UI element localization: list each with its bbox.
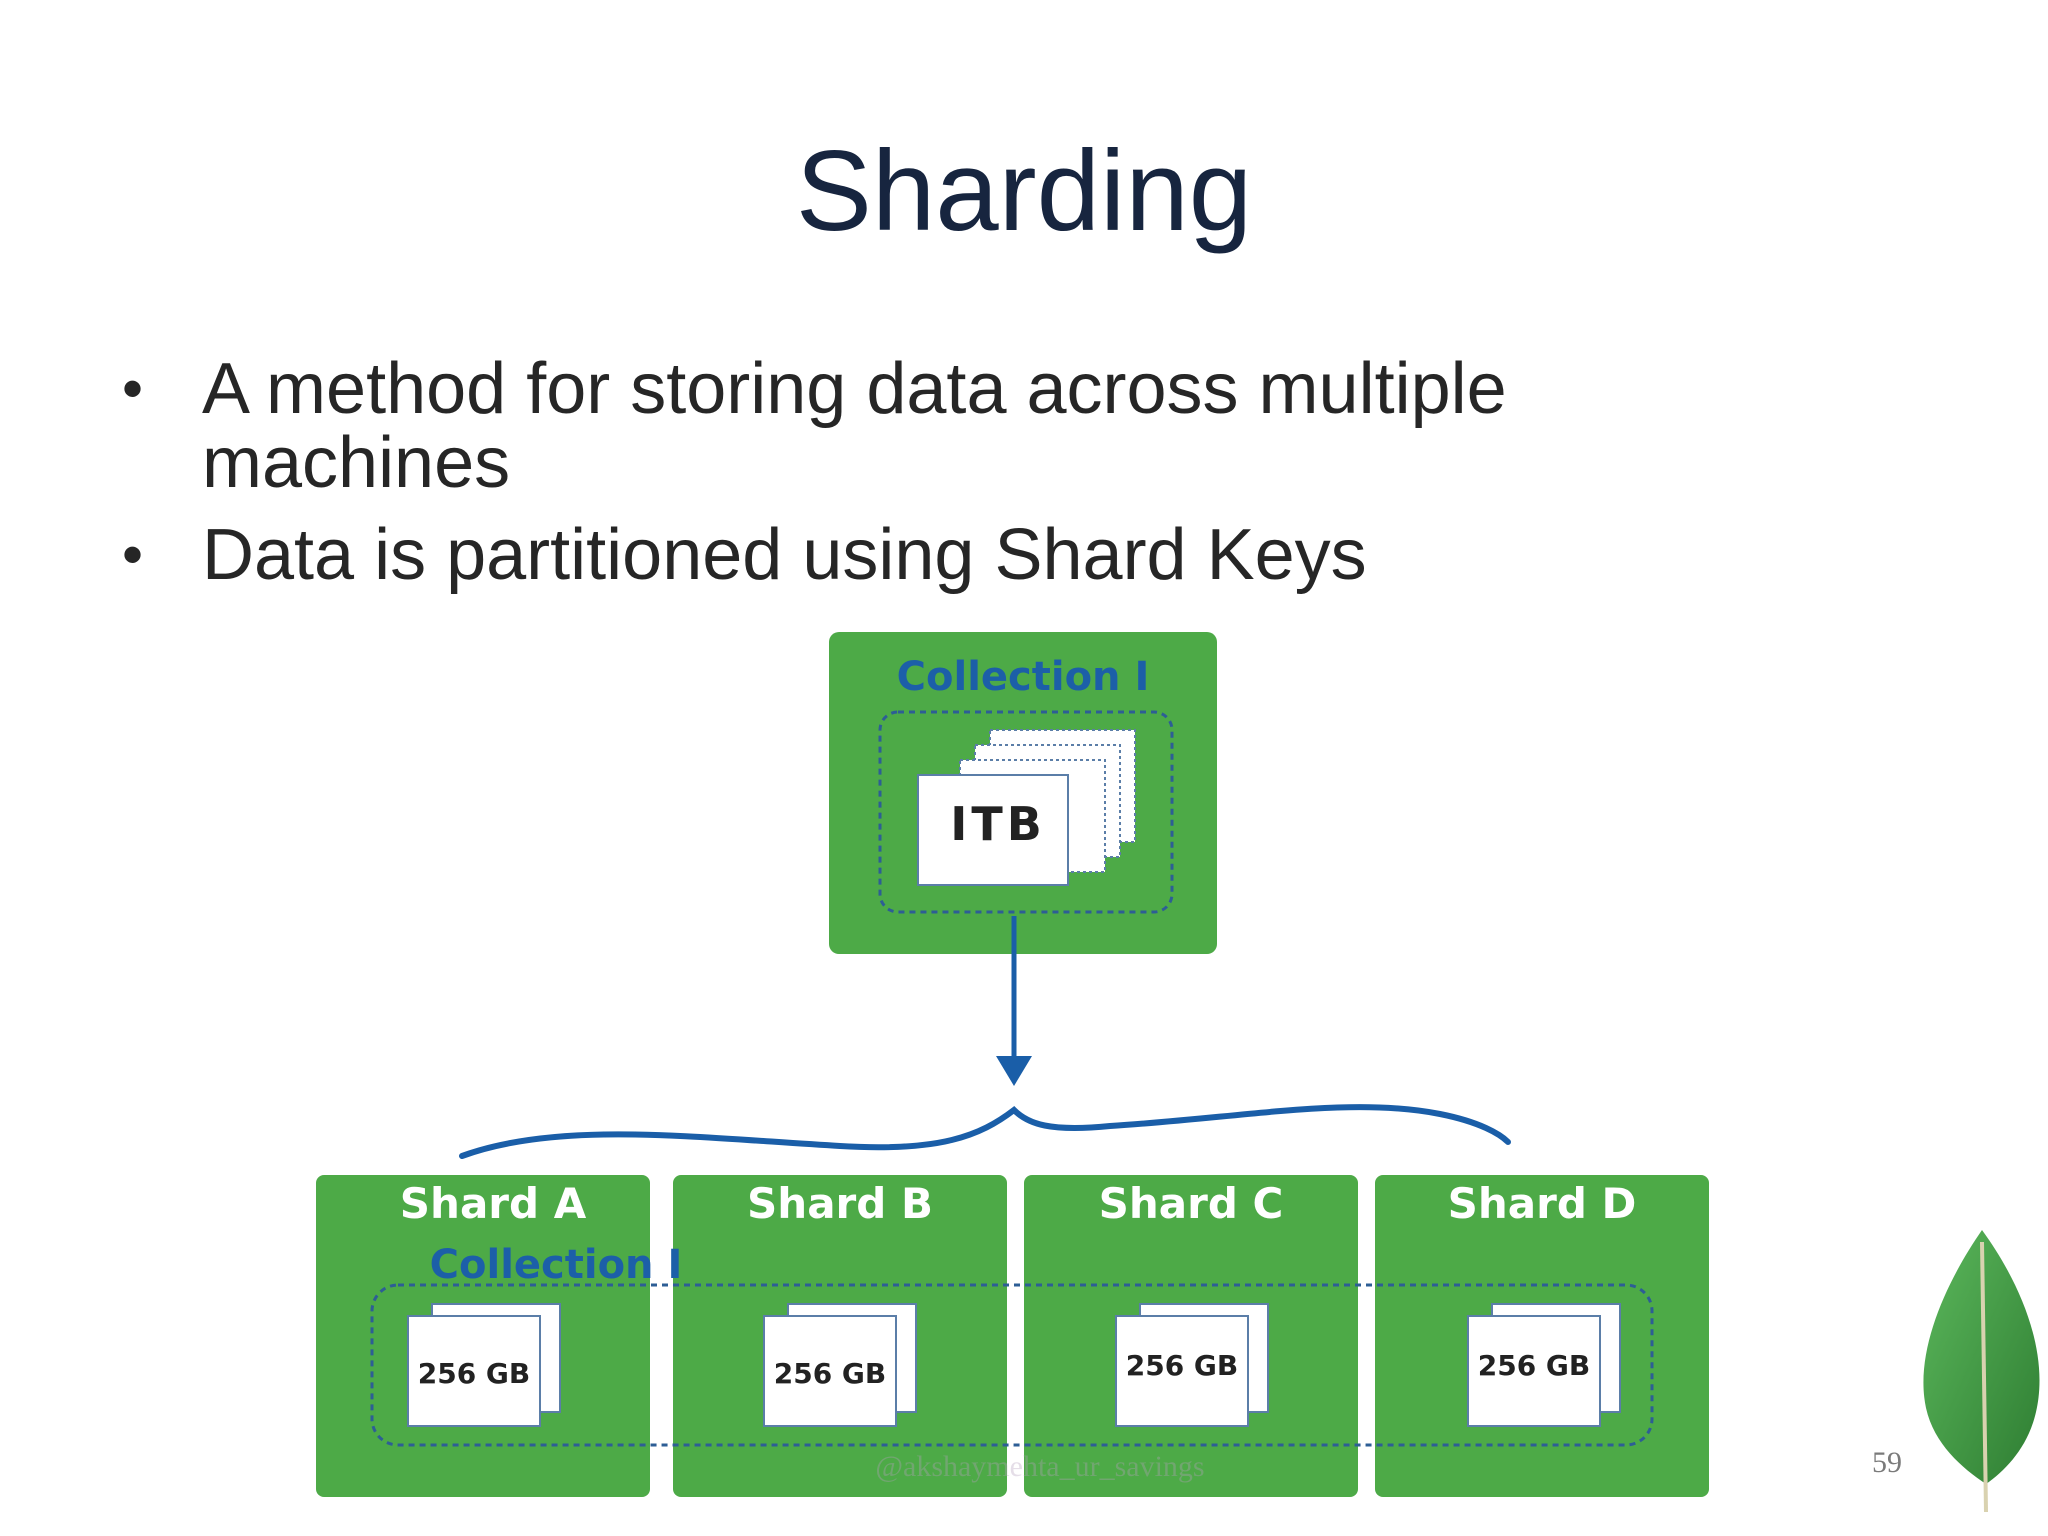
shard-collection-dashed-border (370, 1283, 1654, 1447)
down-arrow-icon (996, 916, 1032, 1086)
leaf-logo-icon (1923, 1230, 2040, 1513)
shard-name: Shard D (1448, 1179, 1637, 1228)
shard-name: Shard B (747, 1179, 933, 1228)
bullet-item: • Data is partitioned using Shard Keys (122, 518, 1722, 592)
shard-name: Shard C (1099, 1179, 1284, 1228)
shard-document-icon (407, 1303, 561, 1427)
shard-document-label: 256 GB (1478, 1349, 1591, 1382)
slide-title: Sharding (795, 128, 1253, 255)
shard-document-icon (1115, 1303, 1269, 1427)
collection-dashed-border (878, 710, 1174, 914)
curly-brace (459, 1104, 1511, 1159)
shard-document-label: 256 GB (418, 1357, 531, 1390)
bullet-text: Data is partitioned using Shard Keys (202, 515, 1367, 595)
collection-box-label: Collection I (897, 654, 1150, 700)
watermark: @akshaymehta_ur_savings (875, 1450, 1205, 1483)
bullet-text: A method for storing data across multipl… (202, 349, 1507, 503)
bullet-dot: • (122, 521, 144, 588)
shard-name: Shard A (400, 1179, 587, 1228)
shard-document-icon (763, 1303, 917, 1427)
document-size-label: ITB (950, 797, 1046, 851)
shard-document-icon (1467, 1303, 1621, 1427)
shard-document-label: 256 GB (774, 1357, 887, 1390)
bullet-list: • A method for storing data across multi… (122, 352, 1722, 610)
document-stack-icon (917, 729, 1136, 886)
bullet-dot: • (122, 355, 144, 422)
shard-collection-label: Collection I (430, 1242, 683, 1288)
collection-box: Collection I ITB (829, 632, 1217, 954)
page-number: 59 (1872, 1446, 1902, 1479)
bullet-item: • A method for storing data across multi… (122, 352, 1722, 500)
shard-document-label: 256 GB (1126, 1349, 1239, 1382)
